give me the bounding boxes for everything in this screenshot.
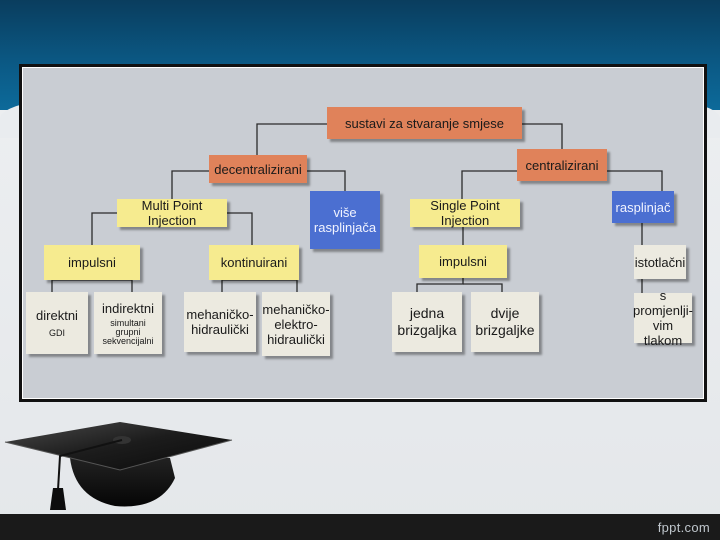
equal-pressure-node: istotlačni xyxy=(634,245,686,279)
centralized-node: centralizirani xyxy=(517,149,607,181)
decentralized-node: decentralizirani xyxy=(209,155,307,183)
mpi-pulsed-node: impulsni xyxy=(44,245,140,280)
continuous-node: kontinuirani xyxy=(209,245,299,280)
indirect-label: indirektni xyxy=(101,300,155,316)
carburetor-node: rasplinjač xyxy=(612,191,674,223)
mech-electro-hydraulic-node: mehaničko- elektro- hidraulički xyxy=(262,292,330,356)
root-node: sustavi za stvaranje smjese xyxy=(327,107,522,139)
direct-node: direktni GDI xyxy=(26,292,88,354)
variable-pressure-node: s promjenlji- vim tlakom xyxy=(633,288,693,348)
more-carburetors-node: više rasplinjača xyxy=(310,191,380,249)
two-injectors-node: dvije brizgaljke xyxy=(471,292,539,352)
spi-pulsed-node: impulsni xyxy=(419,245,507,278)
mpi-node: Multi Point Injection xyxy=(117,198,227,228)
connector-lines xyxy=(51,123,663,325)
direct-label: direktni xyxy=(36,308,78,323)
spi-node: Single Point Injection xyxy=(410,198,520,228)
one-injector-node: jedna brizgaljka xyxy=(392,292,462,352)
indirect-node: indirektni simultani grupni sekvencijaln… xyxy=(94,292,162,354)
indirect-sub-label: simultani grupni sekvencijalni xyxy=(102,317,154,346)
mech-hydraulic-node: mehaničko- hidraulički xyxy=(184,292,256,352)
diagram-frame: sustavi za stvaranje smjese decentralizi… xyxy=(19,64,707,402)
graduation-cap-icon xyxy=(4,422,233,510)
direct-sub-label: GDI xyxy=(48,328,65,338)
slide-footer: fppt.com xyxy=(0,514,720,540)
footer-brand[interactable]: fppt.com xyxy=(657,520,710,535)
